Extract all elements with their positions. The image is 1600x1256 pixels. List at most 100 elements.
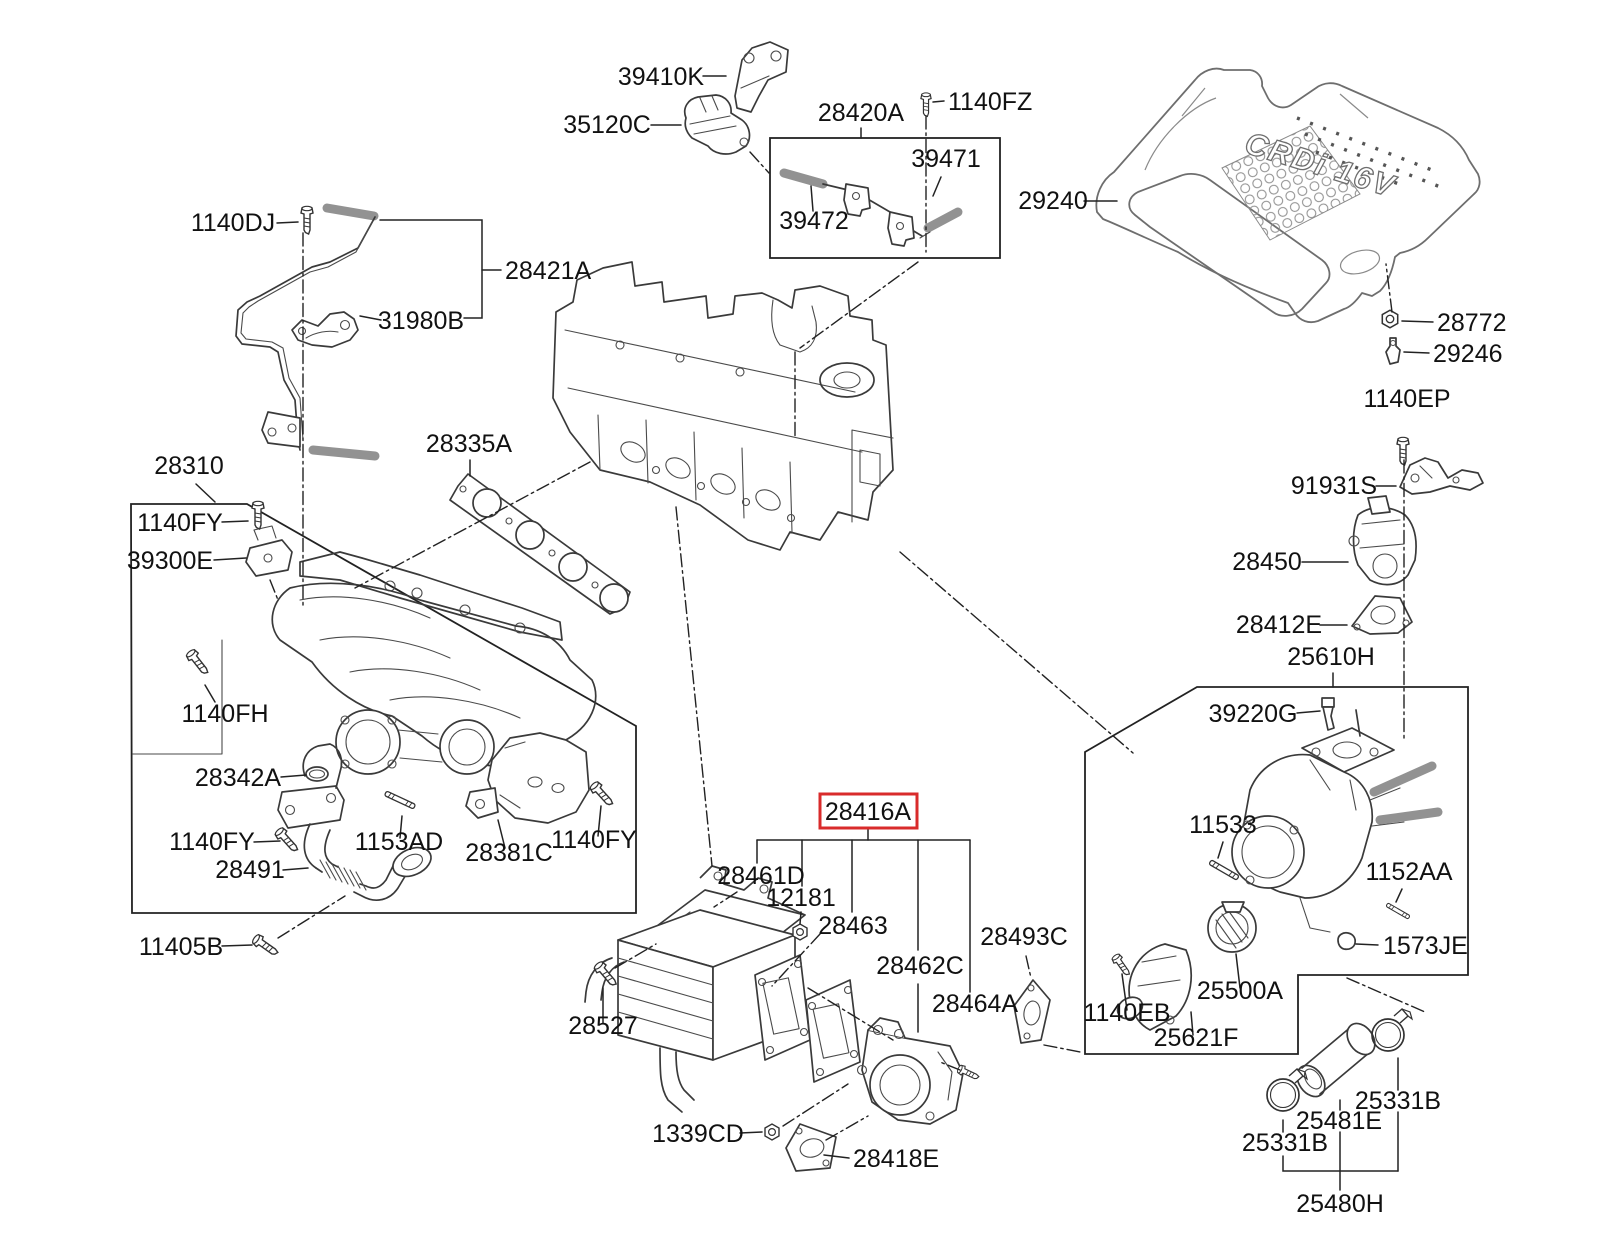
part-label-28416A-highlighted[interactable]: 28416A (825, 798, 912, 826)
bracket-39410K-drawing (734, 41, 789, 113)
part-labels: 39410K 35120C 28420A 1140FZ 39471 39472 … (127, 63, 1507, 1218)
bolt-11405B-drawing (250, 932, 282, 960)
bracket-31980B-drawing (291, 311, 359, 348)
water-inlet-25621F-drawing (1116, 943, 1193, 1031)
bolt-1140EP-drawing (1396, 436, 1410, 466)
bolt-28527-drawing (591, 959, 621, 990)
part-label-25610H[interactable]: 25610H (1287, 643, 1375, 671)
part-label-39300E[interactable]: 39300E (127, 547, 213, 575)
water-pipe-28421A-drawing (235, 203, 380, 461)
part-label-29240[interactable]: 29240 (1018, 187, 1088, 215)
part-label-39220G[interactable]: 39220G (1209, 700, 1298, 728)
part-label-25500A[interactable]: 25500A (1197, 977, 1284, 1005)
gasket-28412E-drawing (1351, 595, 1413, 635)
part-label-11533[interactable]: 11533 (1189, 811, 1257, 839)
part-label-28527[interactable]: 28527 (568, 1012, 638, 1040)
pcv-29246-drawing (1385, 337, 1401, 365)
part-label-31980B[interactable]: 31980B (378, 307, 464, 335)
part-label-28381C[interactable]: 28381C (465, 839, 553, 867)
egr-valve-28450-drawing (1348, 495, 1417, 586)
hose-25481E-drawing (1296, 1022, 1376, 1098)
part-label-1140FY-right[interactable]: 1140FY (551, 826, 637, 854)
thermostat-25500A-drawing (1207, 901, 1257, 953)
center-lines (277, 115, 1426, 1141)
group-box-28420A (769, 137, 1001, 259)
part-label-28418E[interactable]: 28418E (853, 1145, 939, 1173)
intake-manifold-drawing (271, 551, 597, 829)
part-label-28412E[interactable]: 28412E (1236, 611, 1322, 639)
oring-28342A-inner (308, 769, 326, 779)
vacuum-hose-assy-28420A-drawing (779, 168, 963, 247)
part-label-25331B-left[interactable]: 25331B (1242, 1129, 1328, 1157)
gasket-28418E-drawing (785, 1123, 837, 1172)
part-label-1140EP[interactable]: 1140EP (1363, 385, 1450, 413)
part-label-25331B-right[interactable]: 25331B (1355, 1087, 1441, 1115)
bolt-1140FH-drawing (183, 647, 212, 678)
part-label-39471[interactable]: 39471 (911, 145, 981, 173)
part-label-35120C[interactable]: 35120C (563, 111, 651, 139)
part-label-1140EB[interactable]: 1140EB (1083, 999, 1170, 1027)
part-label-1140FH[interactable]: 1140FH (181, 700, 268, 728)
sensor-39220G-drawing (1321, 697, 1335, 731)
part-label-1573JE[interactable]: 1573JE (1383, 932, 1468, 960)
part-label-28342A[interactable]: 28342A (195, 764, 282, 792)
clamp-25331B-left-drawing (1266, 1068, 1308, 1112)
bolt-1140FY-top-drawing (251, 500, 265, 530)
part-label-91931S[interactable]: 91931S (1291, 472, 1377, 500)
manifold-gasket-28335A-drawing (449, 473, 631, 615)
bolt-1140FY-right-drawing (587, 779, 617, 810)
part-label-1153AD[interactable]: 1153AD (355, 828, 444, 856)
part-label-28310[interactable]: 28310 (154, 452, 224, 480)
part-label-28462C[interactable]: 28462C (876, 952, 964, 980)
part-label-1140DJ[interactable]: 1140DJ (191, 209, 275, 237)
part-label-1140FY-left[interactable]: 1140FY (169, 828, 255, 856)
plug-1573JE-drawing (1337, 931, 1357, 951)
egr-pipe-28491-drawing (303, 823, 432, 901)
part-label-28463[interactable]: 28463 (818, 912, 888, 940)
part-label-12181[interactable]: 12181 (766, 884, 836, 912)
group-box-28310 (130, 503, 637, 914)
part-label-1339CD[interactable]: 1339CD (652, 1120, 744, 1148)
part-label-39410K[interactable]: 39410K (618, 63, 705, 91)
gasket-28493C-drawing (1013, 979, 1051, 1044)
group-boxes (130, 137, 1469, 1055)
part-label-25621F[interactable]: 25621F (1154, 1024, 1239, 1052)
part-label-1140FY-top[interactable]: 1140FY (137, 509, 223, 537)
part-label-28461D[interactable]: 28461D (717, 862, 805, 890)
oring-28342A-drawing (305, 766, 329, 782)
part-label-28420A[interactable]: 28420A (818, 99, 905, 127)
part-label-1152AA[interactable]: 1152AA (1365, 858, 1452, 886)
solenoid-valve-35120C-drawing (683, 94, 751, 155)
part-label-28772[interactable]: 28772 (1437, 309, 1507, 337)
engine-cover-drawing: CRDi 16V (1095, 67, 1481, 324)
part-label-28491[interactable]: 28491 (215, 856, 285, 884)
part-label-28450[interactable]: 28450 (1232, 548, 1302, 576)
part-label-28421A[interactable]: 28421A (505, 257, 592, 285)
part-label-28464A[interactable]: 28464A (932, 990, 1019, 1018)
part-label-28335A[interactable]: 28335A (426, 430, 513, 458)
bracket-91931S-drawing (1399, 457, 1484, 495)
part-label-28493C[interactable]: 28493C (980, 923, 1068, 951)
cooler-plate-28462C-drawing (805, 979, 861, 1083)
cooler-gasket-28463-drawing (754, 954, 811, 1061)
group-box-28310-step (132, 639, 223, 755)
nut-28772-drawing (1381, 309, 1399, 329)
stud-1153AD-drawing (383, 790, 417, 810)
part-label-29246[interactable]: 29246 (1433, 340, 1503, 368)
clamp-25331B-right-drawing (1371, 1008, 1413, 1052)
bolt-1140FZ-drawing (920, 92, 932, 118)
cover-dot-row (1315, 150, 1405, 188)
nut-12181-drawing (792, 923, 808, 941)
part-label-25481E[interactable]: 25481E (1296, 1107, 1382, 1135)
nut-1339CD-drawing (764, 1123, 780, 1141)
highlight-box-28416A (818, 792, 919, 830)
part-label-11405B[interactable]: 11405B (139, 933, 223, 961)
part-label-39472[interactable]: 39472 (779, 207, 849, 235)
part-label-25480H[interactable]: 25480H (1296, 1190, 1384, 1218)
part-label-1140FZ[interactable]: 1140FZ (948, 88, 1032, 116)
cover-honeycomb (1221, 125, 1361, 241)
thermostat-housing-25610H-drawing (1231, 709, 1443, 933)
engine-block-drawing (552, 261, 894, 551)
